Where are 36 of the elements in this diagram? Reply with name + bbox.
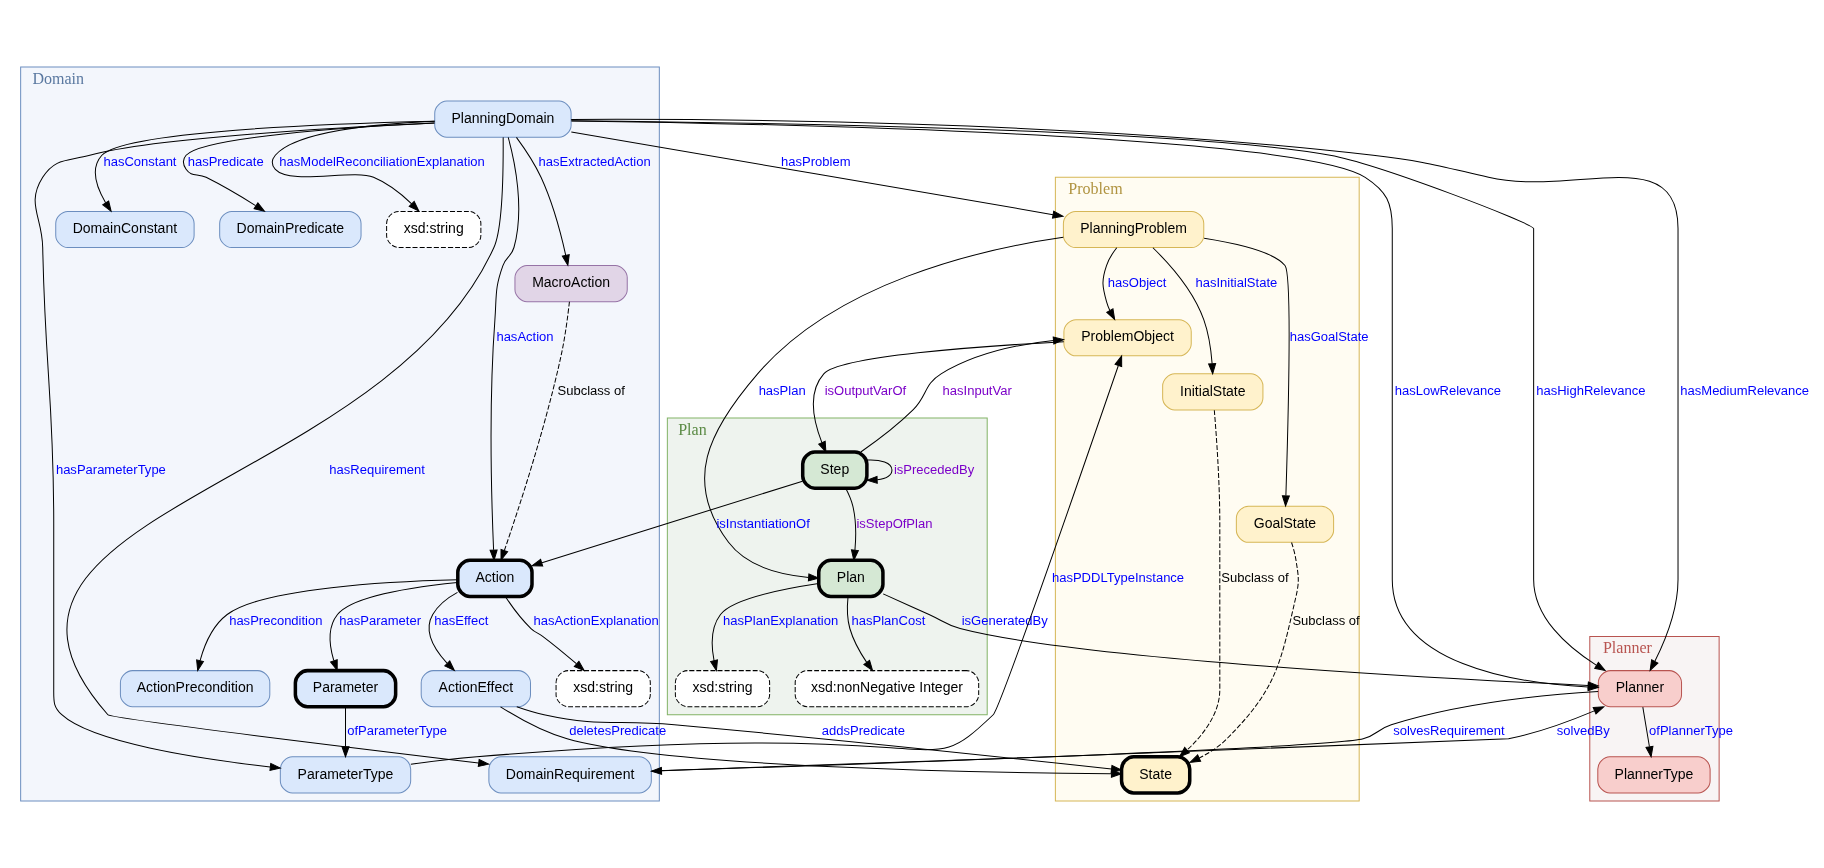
edge-label: hasMediumRelevance <box>1680 383 1810 399</box>
edge-label: hasAction <box>496 329 554 345</box>
edge-label: hasPlan <box>758 383 806 399</box>
edge-label: hasProblem <box>781 153 851 169</box>
edge-label: Subclass of <box>1221 569 1289 585</box>
edge-label: isPrecededBy <box>893 461 975 477</box>
edge-label: isInstantiationOf <box>716 515 810 531</box>
edge-label: addsPredicate <box>821 723 905 739</box>
edge-label: hasHighRelevance <box>1536 383 1646 399</box>
edge-label: hasExtractedAction <box>538 153 651 169</box>
edge-label: hasInitialState <box>1195 275 1278 291</box>
edge-label: hasPDDLTypeInstance <box>1051 569 1185 585</box>
edge-label: hasModelReconciliationExplanation <box>279 153 485 169</box>
edge-label: isGeneratedBy <box>961 612 1048 628</box>
edge-label: ofPlannerType <box>1649 723 1734 739</box>
edge-label: isOutputVarOf <box>824 383 907 399</box>
edge-label: solvedBy <box>1556 723 1610 739</box>
edge-label: deletesPredicate <box>569 723 667 739</box>
edge-label: hasPrecondition <box>229 612 323 628</box>
edge-label: hasPlanCost <box>851 612 926 628</box>
edge-label: hasParameter <box>339 612 421 628</box>
edge-label: hasConstant <box>103 153 177 169</box>
edge-label: hasPlanExplanation <box>723 612 839 628</box>
edge-label: hasInputVar <box>942 383 1012 399</box>
edge-label: hasLowRelevance <box>1394 383 1502 399</box>
edge-label: hasPredicate <box>187 153 264 169</box>
edge-label: solvesRequirement <box>1393 723 1505 739</box>
edge-label: hasActionExplanation <box>533 612 659 628</box>
edge-label: isStepOfPlan <box>856 515 933 531</box>
edge-label: hasEffect <box>434 612 489 628</box>
edge-label: hasRequirement <box>329 461 425 477</box>
edge-label: Subclass of <box>1292 612 1360 628</box>
edge-label: hasObject <box>1107 275 1167 291</box>
edge-label: hasParameterType <box>55 461 166 477</box>
edge-label: ofParameterType <box>347 723 448 739</box>
edge-label: Subclass of <box>557 383 625 399</box>
